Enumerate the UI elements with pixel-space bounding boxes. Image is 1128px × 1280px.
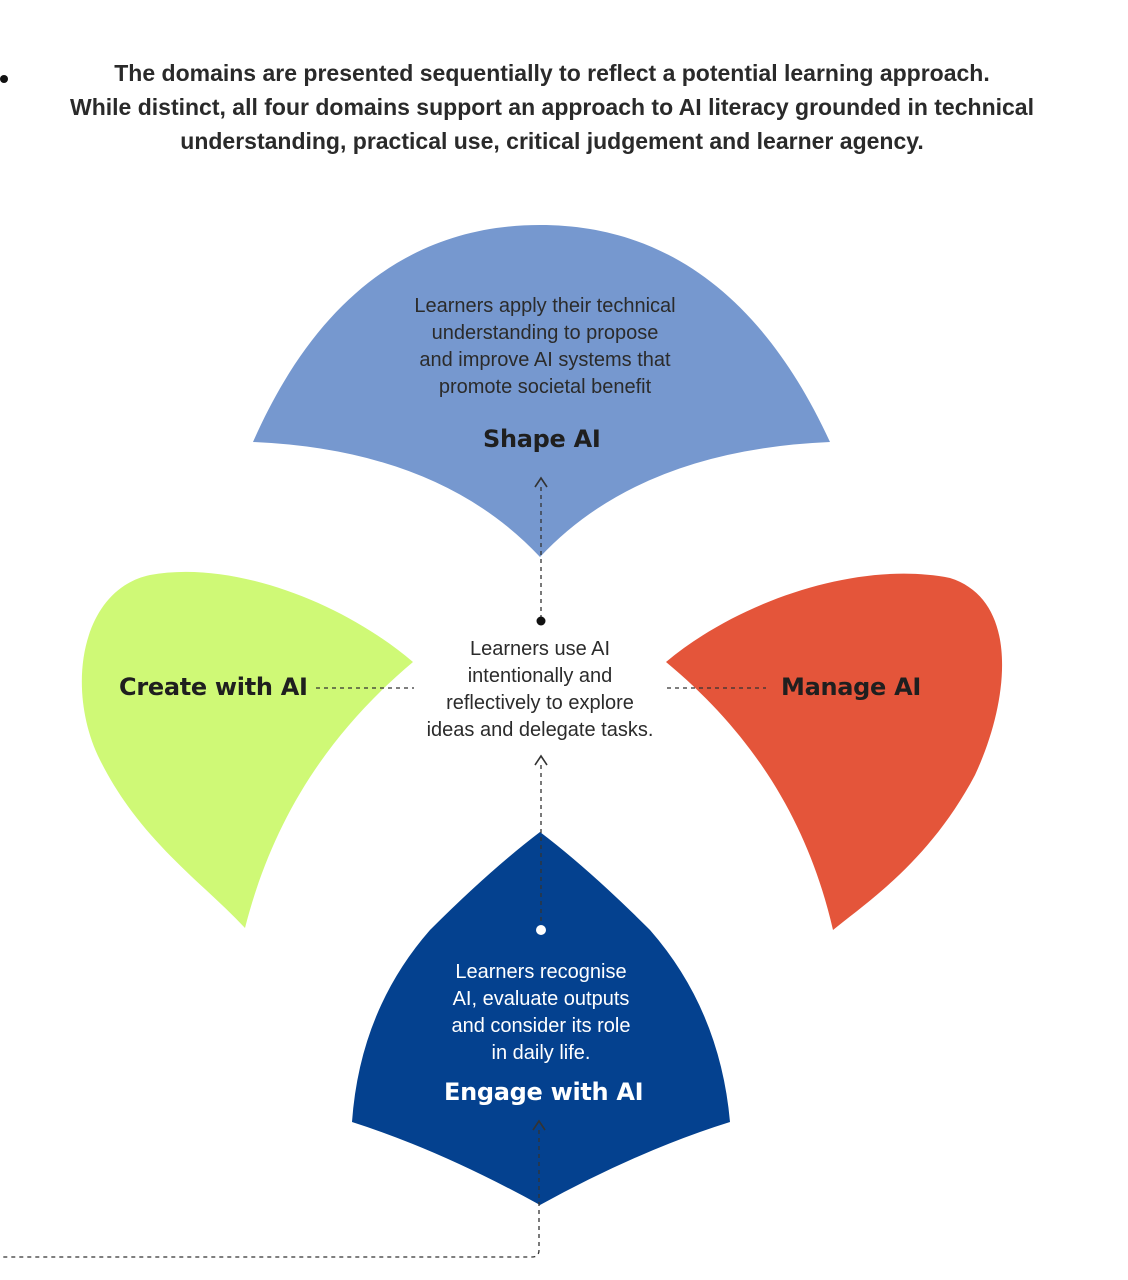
bullet-dot — [0, 75, 8, 83]
intro-line-2: While distinct, all four domains support… — [70, 94, 1034, 120]
intro-line-3: understanding, practical use, critical j… — [180, 128, 924, 154]
shape-desc-line-1: Learners apply their technical — [414, 295, 676, 317]
engage-desc-line-3: and consider its role — [451, 1015, 631, 1037]
center-description: Learners use AI intentionally and reflec… — [400, 636, 680, 744]
connector-bottom-to-engage — [0, 1130, 540, 1258]
shape-desc-line-2: understanding to propose — [431, 322, 659, 344]
center-desc-line-3: reflectively to explore — [446, 692, 634, 714]
shape-description: Learners apply their technical understan… — [380, 293, 710, 401]
engage-description: Learners recognise AI, evaluate outputs … — [411, 959, 671, 1067]
intro-line-1: The domains are presented sequentially t… — [114, 60, 990, 86]
shape-desc-line-4: promote societal benefit — [438, 376, 652, 398]
engage-title: Engage with AI — [444, 1078, 644, 1106]
center-desc-line-4: ideas and delegate tasks. — [426, 719, 654, 741]
engage-desc-line-4: in daily life. — [491, 1042, 591, 1064]
intro-paragraph: The domains are presented sequentially t… — [40, 56, 1064, 158]
center-desc-line-2: intentionally and — [467, 665, 613, 687]
arrowhead-shape — [534, 476, 548, 488]
create-petal — [81, 571, 414, 928]
shape-title: Shape AI — [483, 425, 601, 453]
connector-dot-engage — [536, 925, 546, 935]
arrowhead-center — [534, 754, 548, 766]
shape-petal — [253, 225, 830, 557]
create-title: Create with AI — [119, 673, 308, 701]
connector-dot-center-top — [536, 616, 546, 626]
center-desc-line-1: Learners use AI — [469, 638, 611, 660]
engage-petal — [352, 832, 730, 1205]
engage-desc-line-1: Learners recognise — [455, 961, 627, 983]
arrowhead-engage — [532, 1119, 546, 1131]
connectors — [0, 476, 766, 1258]
manage-title: Manage AI — [781, 673, 921, 701]
engage-desc-line-2: AI, evaluate outputs — [452, 988, 630, 1010]
manage-petal — [666, 573, 1003, 930]
shape-desc-line-3: and improve AI systems that — [419, 349, 671, 371]
